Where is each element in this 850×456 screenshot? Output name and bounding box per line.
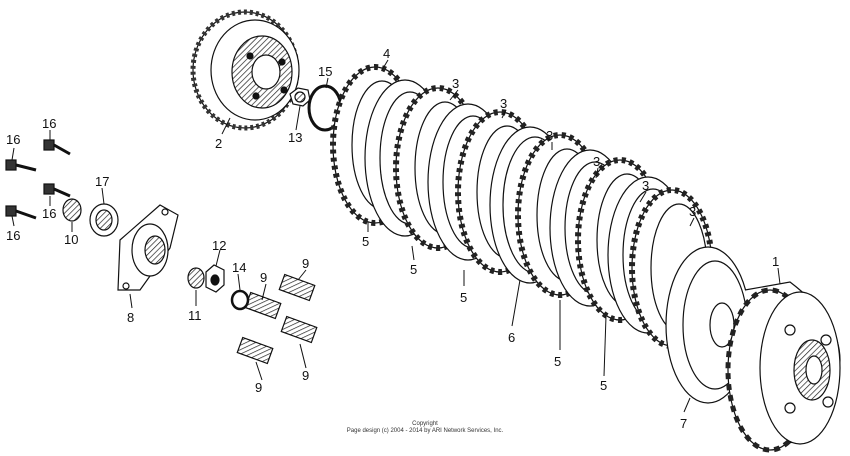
copyright-notice: Copyright Page design (c) 2004 - 2014 by…: [0, 421, 850, 435]
spring-2: [278, 273, 316, 302]
bolt-4: [5, 205, 37, 220]
callout-3c: 3: [546, 128, 553, 143]
spring-3: [280, 315, 318, 344]
callout-16b: 16: [42, 116, 56, 131]
clutch-plate-stack: [330, 64, 715, 349]
callout-5a: 5: [362, 234, 369, 249]
spring-4: [236, 336, 274, 365]
callout-9a: 9: [302, 256, 309, 271]
callout-5e: 5: [600, 378, 607, 393]
callout-11: 11: [188, 308, 202, 323]
part-16-bolts: [5, 139, 71, 220]
callout-17: 17: [95, 174, 109, 189]
callout-labels: 1 2 3 3 3 3 3 3 3 4 5 5 5 5 5 6 7 8 9 9 …: [6, 46, 779, 431]
callout-16c: 16: [42, 206, 56, 221]
part-12-lifter-nut: [205, 264, 225, 293]
bolt-1: [5, 159, 37, 172]
callout-16d: 16: [6, 228, 20, 243]
callout-10: 10: [64, 232, 78, 247]
callout-14: 14: [232, 260, 246, 275]
callout-9d: 9: [255, 380, 262, 395]
callout-13: 13: [288, 130, 302, 145]
copyright-title: Copyright: [412, 421, 438, 427]
part-17-bearing: [89, 203, 119, 237]
callout-2: 2: [215, 136, 222, 151]
callout-3d: 3: [593, 154, 600, 169]
callout-8: 8: [127, 310, 134, 325]
callout-16a: 16: [6, 132, 20, 147]
callout-3b: 3: [500, 96, 507, 111]
callout-5d: 5: [554, 354, 561, 369]
bolt-3: [43, 183, 71, 198]
copyright-detail: Page design (c) 2004 - 2014 by ARI Netwo…: [346, 428, 504, 434]
callout-9c: 9: [302, 368, 309, 383]
part-2-drive-gear: [190, 9, 300, 131]
callout-12: 12: [212, 238, 226, 253]
bolt-2: [43, 139, 71, 156]
part-13-lock-nut: [289, 87, 311, 107]
spring-1: [244, 291, 282, 320]
callout-5b: 5: [410, 262, 417, 277]
callout-9b: 9: [260, 270, 267, 285]
callout-3e: 3: [642, 178, 649, 193]
callout-3a: 3: [452, 76, 459, 91]
callout-6: 6: [508, 330, 515, 345]
callout-3f: 3: [689, 204, 696, 219]
part-1-clutch-outer: [725, 281, 841, 453]
callout-4: 4: [383, 46, 390, 61]
leader-lines: [11, 59, 781, 413]
callout-15: 15: [318, 64, 332, 79]
part-8-lifter-plate: [117, 204, 179, 291]
part-10-washer: [62, 198, 82, 222]
callout-1: 1: [772, 254, 779, 269]
callout-5c: 5: [460, 290, 467, 305]
part-11-lifter-rod-piece: [187, 267, 205, 289]
callout-7: 7: [680, 416, 687, 431]
part-9-springs: [236, 273, 318, 365]
